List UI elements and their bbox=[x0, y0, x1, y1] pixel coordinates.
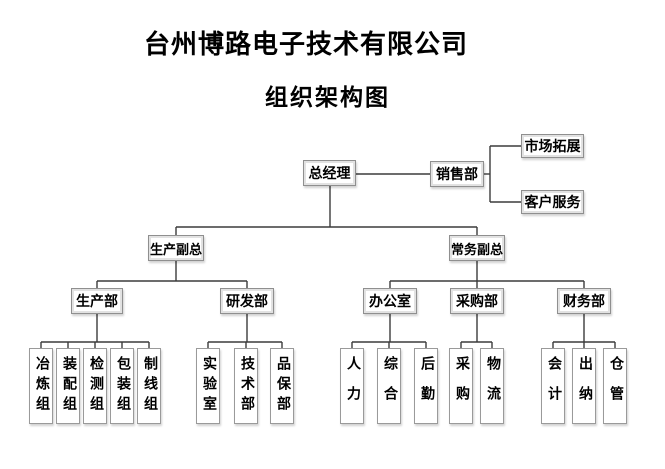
box-market-expansion: 市场拓展 bbox=[521, 134, 584, 158]
box-packing-team: 包装组 bbox=[110, 348, 134, 424]
box-general-affairs: 综合 bbox=[377, 348, 401, 424]
box-purchasing: 采购 bbox=[449, 348, 473, 424]
box-hr: 人力 bbox=[340, 348, 364, 424]
box-laboratory: 实验室 bbox=[196, 348, 220, 424]
box-assembly-team: 装配组 bbox=[56, 348, 80, 424]
box-logistics-support: 后勤 bbox=[414, 348, 438, 424]
box-sales-dept: 销售部 bbox=[430, 161, 484, 187]
box-accounting: 会计 bbox=[541, 348, 565, 424]
box-qa-dept: 品保部 bbox=[270, 348, 294, 424]
box-finance-dept: 财务部 bbox=[557, 288, 611, 314]
box-smelting-team: 冶炼组 bbox=[29, 348, 53, 424]
box-technical-dept: 技术部 bbox=[234, 348, 258, 424]
chart-subtitle: 组织架构图 bbox=[265, 85, 390, 110]
box-executive-vp: 常务副总 bbox=[449, 235, 505, 261]
box-warehouse: 仓管 bbox=[603, 348, 627, 424]
box-production-vp: 生产副总 bbox=[148, 235, 204, 261]
box-wire-team: 制线组 bbox=[137, 348, 161, 424]
box-inspection-team: 检测组 bbox=[83, 348, 107, 424]
box-logistics: 物流 bbox=[480, 348, 504, 424]
box-cashier: 出纳 bbox=[572, 348, 596, 424]
box-general-manager: 总经理 bbox=[303, 160, 356, 186]
box-rd-dept: 研发部 bbox=[220, 288, 274, 314]
company-title: 台州博路电子技术有限公司 bbox=[143, 30, 468, 59]
box-production-dept: 生产部 bbox=[71, 288, 123, 314]
box-purchasing-dept: 采购部 bbox=[450, 288, 504, 314]
box-office: 办公室 bbox=[363, 288, 417, 314]
box-customer-service: 客户服务 bbox=[521, 190, 584, 214]
